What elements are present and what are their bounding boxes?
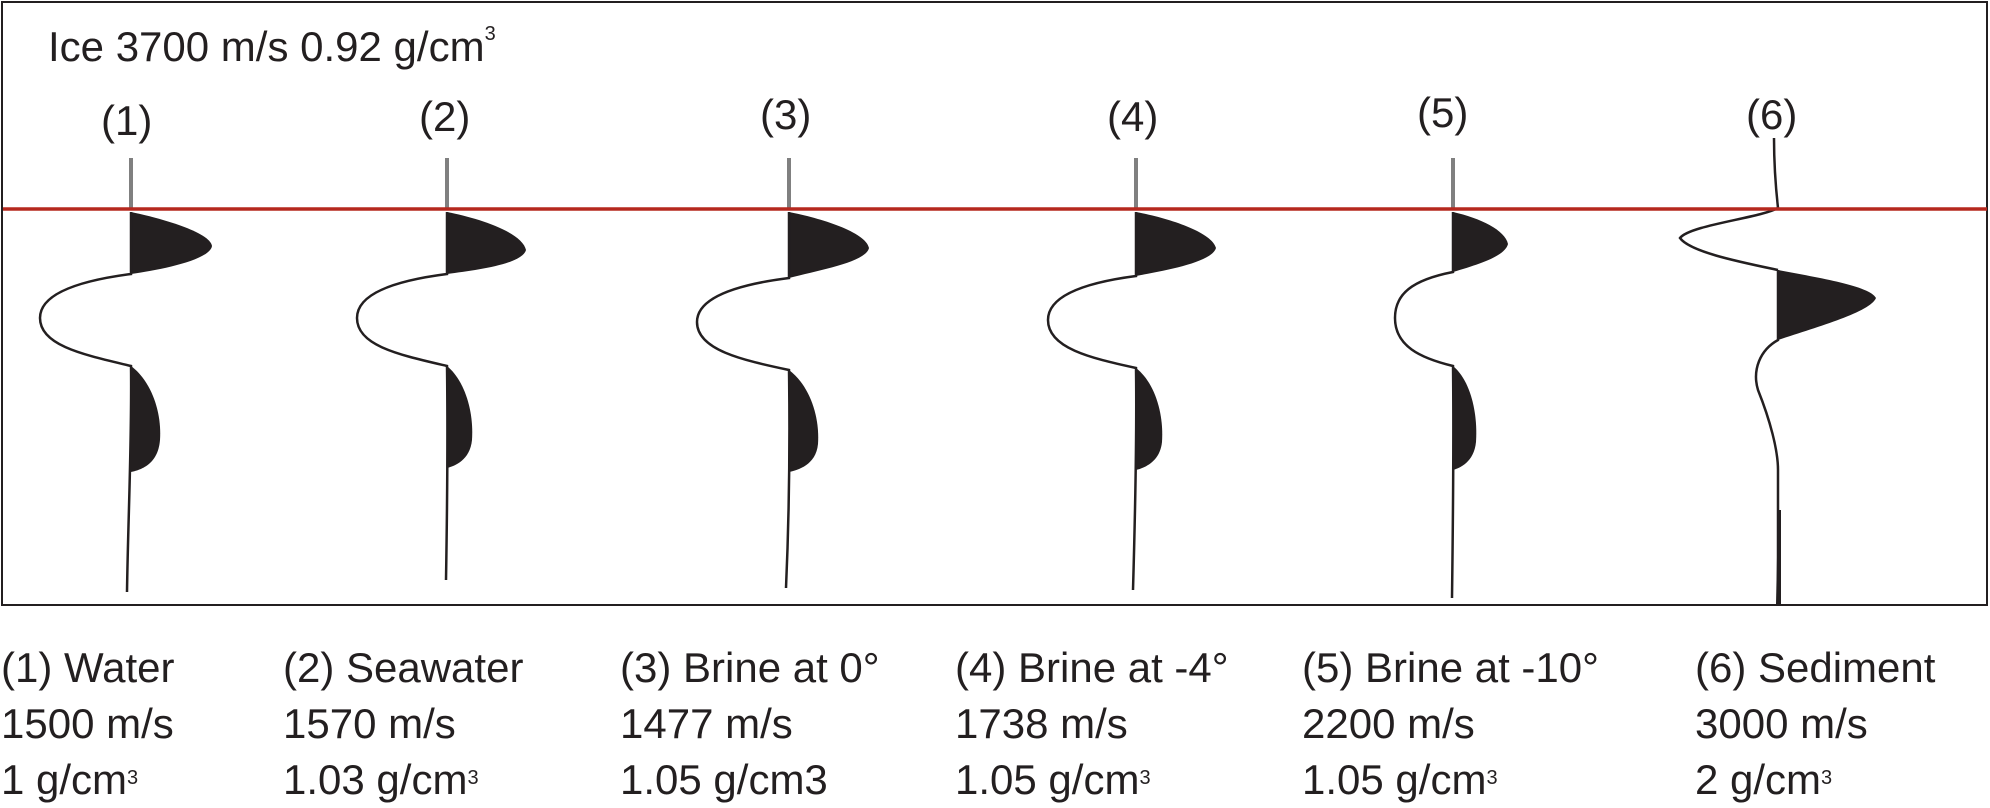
caption-2-density: 1.03 g/cm3	[283, 756, 479, 803]
caption-4: (4) Brine at -4° 1738 m/s 1.05 g/cm3	[955, 640, 1229, 808]
caption-4-velocity: 1738 m/s	[955, 700, 1128, 747]
trace-number-3: (3)	[760, 91, 812, 138]
caption-2-name: (2) Seawater	[283, 644, 524, 691]
caption-6: (6) Sediment 3000 m/s 2 g/cm3	[1695, 640, 1935, 808]
trace-1	[38, 212, 212, 593]
plot-frame	[1, 1, 1988, 606]
caption-6-name: (6) Sediment	[1695, 644, 1936, 691]
caption-5: (5) Brine at -10° 2200 m/s 1.05 g/cm3	[1302, 640, 1599, 808]
caption-3-velocity: 1477 m/s	[620, 700, 793, 747]
trace-6	[1678, 206, 1876, 606]
caption-4-density: 1.05 g/cm3	[955, 756, 1151, 803]
trace-number-4: (4)	[1107, 93, 1159, 140]
caption-2: (2) Seawater 1570 m/s 1.03 g/cm3	[283, 640, 523, 808]
caption-2-velocity: 1570 m/s	[283, 700, 456, 747]
trace-number-5: (5)	[1417, 89, 1469, 136]
trace-4	[1046, 212, 1216, 591]
caption-1-density: 1 g/cm3	[1, 756, 139, 803]
caption-1: (1) Water 1500 m/s 1 g/cm3	[1, 640, 174, 808]
caption-6-velocity: 3000 m/s	[1695, 700, 1868, 747]
caption-3-name: (3) Brine at 0°	[620, 644, 880, 691]
caption-3: (3) Brine at 0° 1477 m/s 1.05 g/cm3	[620, 640, 880, 808]
caption-3-density: 1.05 g/cm3	[620, 756, 828, 803]
trace-leaders	[129, 137, 1780, 209]
trace-3	[695, 212, 869, 589]
ice-properties-label: Ice 3700 m/s 0.92 g/cm3	[48, 23, 496, 70]
caption-5-name: (5) Brine at -10°	[1302, 644, 1599, 691]
caption-4-name: (4) Brine at -4°	[955, 644, 1229, 691]
caption-5-velocity: 2200 m/s	[1302, 700, 1475, 747]
caption-6-density: 2 g/cm3	[1695, 756, 1833, 803]
caption-5-density: 1.05 g/cm3	[1302, 756, 1498, 803]
trace-5	[1393, 212, 1508, 599]
trace-number-2: (2)	[419, 93, 471, 140]
leader-6	[1772, 137, 1780, 209]
caption-1-velocity: 1500 m/s	[1, 700, 174, 747]
caption-1-name: (1) Water	[1, 644, 175, 691]
trace-number-6: (6)	[1746, 91, 1798, 138]
trace-number-1: (1)	[101, 97, 153, 144]
trace-2	[355, 212, 526, 581]
